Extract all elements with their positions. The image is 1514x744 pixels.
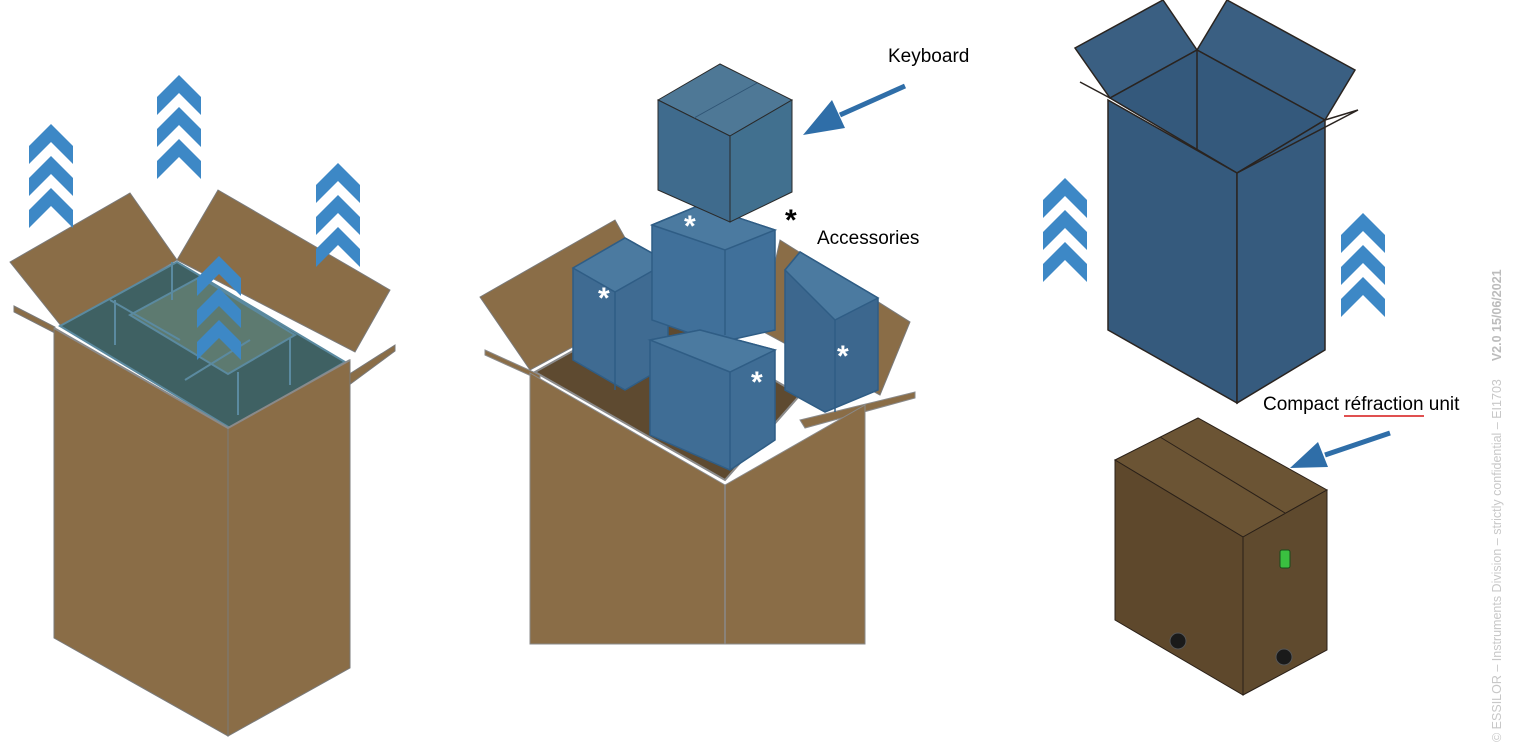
left-box-with-insert <box>9 189 396 737</box>
triple-chevron-up-icon <box>316 163 360 267</box>
accessories-label: Accessories <box>817 228 920 249</box>
compact-unit-label-underlined: réfraction <box>1344 394 1424 417</box>
left-box-flap-back-right <box>176 189 391 353</box>
compact-unit-label: Compact réfraction unit <box>1263 394 1460 417</box>
unit-arrow-icon <box>1290 430 1391 468</box>
footer-version: V2.0 15/06/2021 <box>1490 269 1504 362</box>
compact-unit-label-prefix: Compact <box>1263 394 1345 415</box>
connector-icon <box>1275 648 1293 666</box>
keyboard-box <box>656 63 794 223</box>
power-switch-icon <box>1279 549 1291 569</box>
keyboard-label: Keyboard <box>888 46 970 67</box>
accessories-marker: * <box>785 204 797 237</box>
triple-chevron-up-icon <box>29 124 73 228</box>
connector-icon <box>1169 632 1187 650</box>
compact-unit-label-suffix: unit <box>1423 394 1460 415</box>
confidentiality-footer: © ESSILOR – Instruments Division – stric… <box>1490 269 1504 742</box>
accessory-marker: * <box>684 210 696 243</box>
triple-chevron-up-icon <box>157 75 201 179</box>
triple-chevron-up-icon <box>1043 178 1087 282</box>
blue-outer-box <box>1073 0 1359 405</box>
accessory-marker: * <box>751 366 763 399</box>
footer-text: © ESSILOR – Instruments Division – stric… <box>1490 379 1504 742</box>
middle-box-with-accessories <box>479 63 916 645</box>
keyboard-arrow-icon <box>803 83 907 135</box>
triple-chevron-up-icon <box>1341 213 1385 317</box>
accessory-marker: * <box>837 340 849 373</box>
accessory-marker: * <box>598 282 610 315</box>
compact-refraction-unit-box <box>1113 417 1329 696</box>
